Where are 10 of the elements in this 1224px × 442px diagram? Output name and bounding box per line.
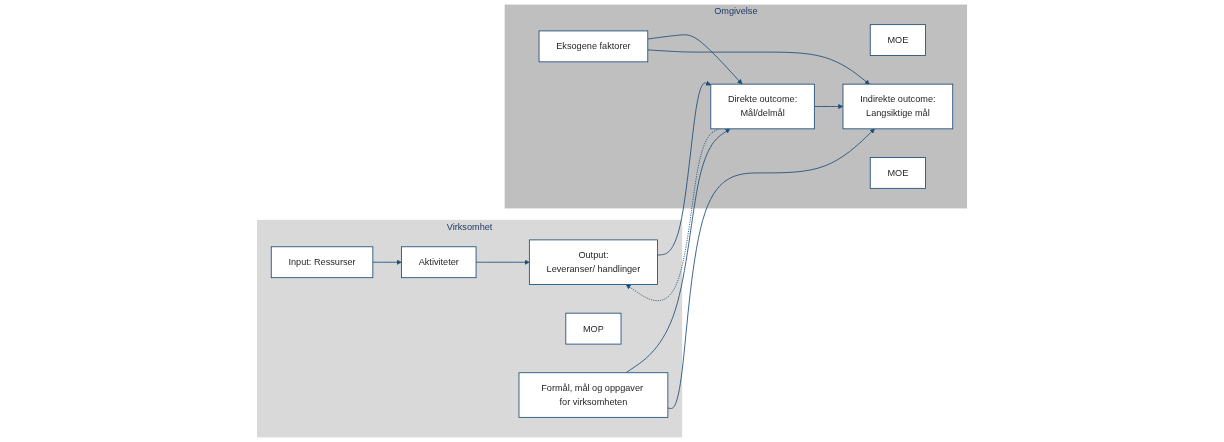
node-box: Indirekte outcome: Langsiktige mål: [842, 83, 954, 130]
node-box: Formål, mål og oppgaver for virksomheten: [518, 372, 669, 418]
node-box: Output: Leveranser/ handlinger: [528, 239, 658, 285]
node-box: Eksogene faktorer: [538, 30, 649, 63]
node-box: Input: Ressurser: [270, 246, 374, 279]
node-box: Direkte outcome: Mål/delmål: [710, 83, 815, 130]
node-box: Aktiviteter: [401, 246, 477, 279]
node-box: MOP: [565, 312, 622, 345]
node-box: MOE: [869, 157, 926, 189]
node-box: MOE: [869, 24, 926, 56]
